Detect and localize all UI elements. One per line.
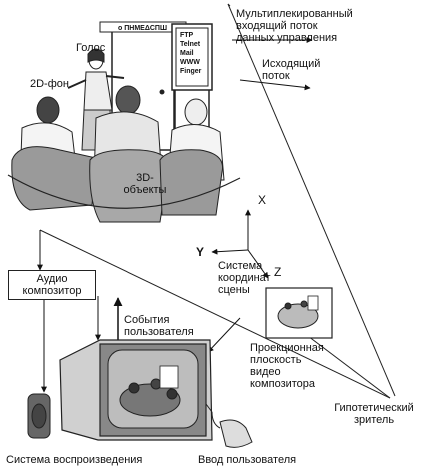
- objects3d-label: 3D- объекты: [120, 172, 170, 196]
- objects3d-line2: объекты: [123, 184, 167, 196]
- board-item-mail: Mail: [180, 50, 194, 57]
- user-input-label: Ввод пользователя: [198, 454, 297, 466]
- scene-coordinates-label: Система координат сцены: [218, 260, 271, 296]
- projection-plane: [265, 287, 333, 339]
- user-events-label: События пользователя: [124, 314, 194, 338]
- projection-to-monitor-arrow: [207, 317, 241, 353]
- playback-system-label: Система воспроизведения: [6, 454, 143, 466]
- proj-line2: плоскость: [250, 354, 302, 366]
- mouse: [205, 403, 253, 448]
- out-line1: Исходящий: [262, 58, 321, 70]
- viewer-line1: Гипотетический: [334, 402, 414, 414]
- projection-lines: [39, 3, 396, 399]
- hypothetical-viewer-label: Гипотетический зритель: [326, 402, 422, 426]
- voice-label: Голос: [76, 42, 106, 54]
- axis-y-label: Y: [196, 245, 205, 259]
- mux-line3: данных управления: [236, 32, 338, 44]
- mux-line2: входящий поток: [236, 20, 318, 32]
- events-line2: пользователя: [124, 326, 194, 338]
- audio-composer-label: Аудио композитор: [9, 273, 95, 297]
- mux-stream-label: Мультиплекированный входящий поток данны…: [236, 8, 353, 44]
- events-line1: События: [124, 314, 170, 326]
- outgoing-flow-arrow: [232, 37, 313, 91]
- projection-plane-label: Проекционная плоскость видео композитора: [250, 342, 324, 390]
- audio-line1: Аудио: [36, 273, 68, 285]
- board-item-www: WWW: [180, 59, 200, 66]
- audience: [7, 85, 241, 223]
- board-item-finger: Finger: [180, 68, 202, 75]
- info-board-list: FTP Telnet Mail WWW Finger: [180, 31, 201, 76]
- mux-line1: Мультиплекированный: [236, 8, 353, 20]
- outgoing-stream-label: Исходящий поток: [262, 58, 320, 82]
- audio-line2: композитор: [22, 285, 82, 297]
- monitor: [59, 339, 213, 441]
- board-item-telnet: Telnet: [180, 41, 201, 48]
- speaker: [27, 393, 51, 439]
- audio-flow: [37, 230, 101, 393]
- proj-line4: композитора: [250, 378, 316, 390]
- bg2d-label: 2D-фон: [30, 78, 69, 90]
- board-item-ftp: FTP: [180, 32, 194, 39]
- door-sign: ο ΠΗΜΕΔCΠШ: [118, 25, 168, 32]
- proj-line3: видео: [250, 366, 281, 378]
- objects3d-line1: 3D-: [136, 172, 154, 184]
- audio-composer-box: Аудио композитор: [8, 270, 96, 300]
- info-board: [171, 23, 213, 130]
- viewer-line2: зритель: [353, 414, 395, 426]
- scene-line2: координат: [218, 272, 271, 284]
- out-line2: поток: [262, 70, 290, 82]
- coordinate-axes: [211, 209, 269, 279]
- axis-z-label: Z: [274, 265, 282, 279]
- proj-line1: Проекционная: [250, 342, 324, 354]
- scene-line3: сцены: [218, 284, 250, 296]
- axis-x-label: X: [258, 193, 267, 207]
- scene-line1: Система: [218, 260, 263, 272]
